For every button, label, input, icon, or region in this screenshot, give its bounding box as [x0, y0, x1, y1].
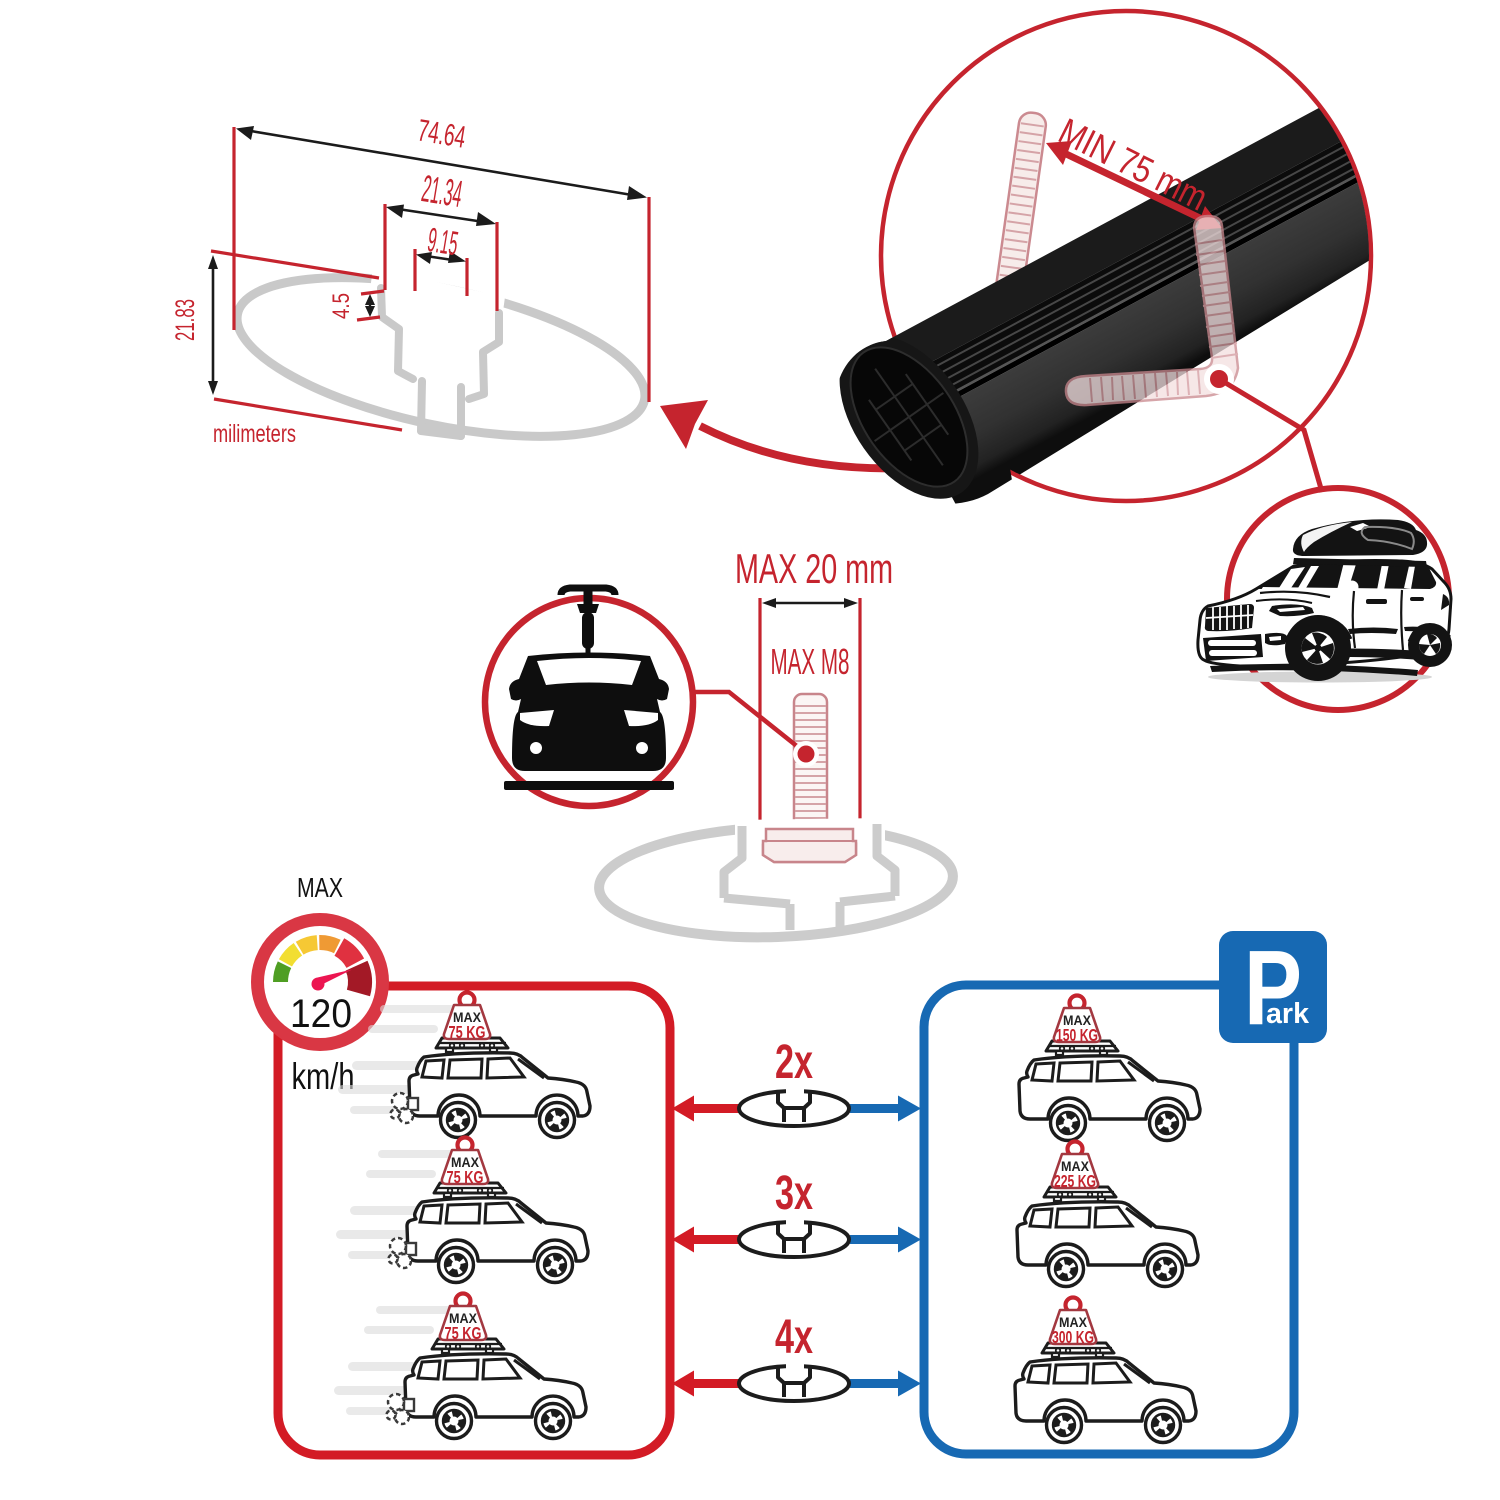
- svg-text:9.15: 9.15: [425, 221, 461, 263]
- svg-text:300 KG: 300 KG: [1052, 1327, 1094, 1347]
- svg-text:MAX M8: MAX M8: [771, 641, 850, 682]
- svg-text:2x: 2x: [775, 1036, 813, 1089]
- svg-text:P: P: [1244, 929, 1302, 1047]
- svg-text:milimeters: milimeters: [213, 420, 296, 448]
- svg-text:21.83: 21.83: [170, 299, 200, 341]
- svg-text:4.5: 4.5: [328, 293, 355, 319]
- svg-text:75 KG: 75 KG: [445, 1323, 482, 1343]
- svg-text:4x: 4x: [775, 1311, 813, 1364]
- svg-text:MAX: MAX: [1061, 1158, 1090, 1174]
- svg-text:MAX: MAX: [453, 1009, 482, 1025]
- svg-text:MAX: MAX: [1063, 1012, 1092, 1028]
- svg-text:74.64: 74.64: [415, 112, 468, 154]
- svg-text:ark: ark: [1266, 998, 1310, 1030]
- svg-text:MAX 20 mm: MAX 20 mm: [735, 545, 893, 592]
- svg-text:150 KG: 150 KG: [1056, 1025, 1098, 1045]
- svg-text:MAX: MAX: [451, 1154, 480, 1170]
- svg-text:21.34: 21.34: [419, 168, 465, 216]
- svg-text:225 KG: 225 KG: [1054, 1171, 1096, 1191]
- svg-text:75 KG: 75 KG: [449, 1022, 486, 1042]
- svg-text:75 KG: 75 KG: [447, 1167, 484, 1187]
- svg-text:120: 120: [290, 992, 352, 1036]
- svg-text:MAX: MAX: [297, 872, 343, 903]
- svg-text:MAX: MAX: [449, 1310, 478, 1326]
- svg-text:MAX: MAX: [1059, 1314, 1088, 1330]
- svg-text:3x: 3x: [775, 1167, 813, 1220]
